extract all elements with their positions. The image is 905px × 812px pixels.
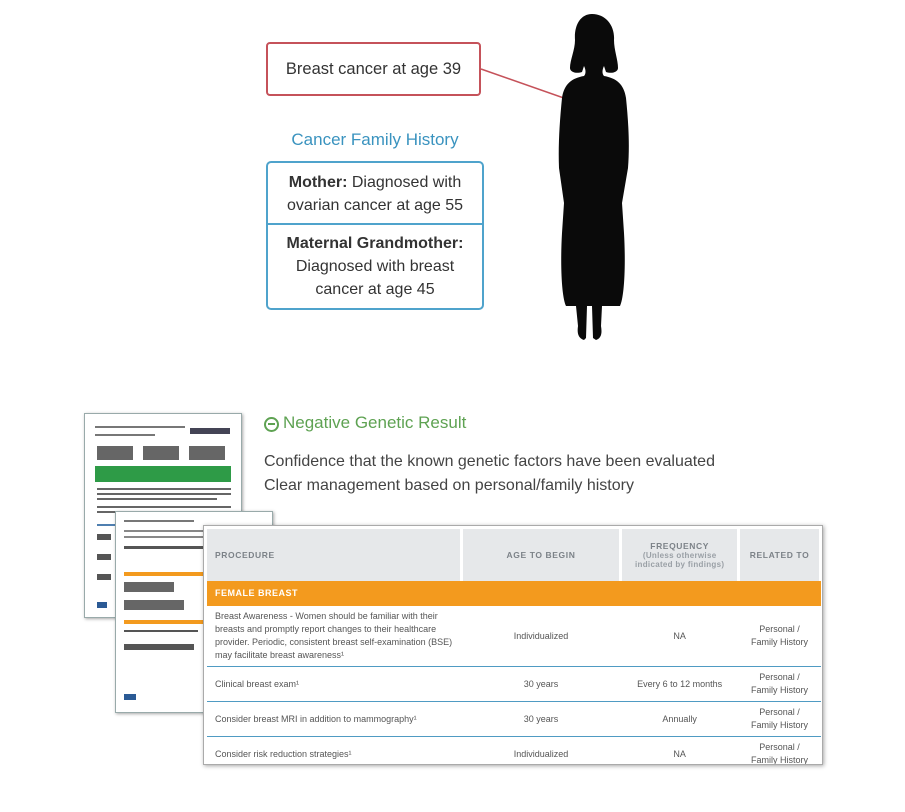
table-header-row: PROCEDURE AGE TO BEGIN FREQUENCY (Unless… <box>207 529 822 581</box>
cell-procedure: Clinical breast exam¹ <box>207 666 462 702</box>
cell-related: Personal / Family History <box>738 606 821 667</box>
cell-frequency: Every 6 to 12 months <box>620 666 739 702</box>
header-age: AGE TO BEGIN <box>461 529 623 581</box>
table-row: Consider breast MRI in addition to mammo… <box>207 701 821 737</box>
screening-table-document: PROCEDURE AGE TO BEGIN FREQUENCY (Unless… <box>203 525 823 765</box>
relation-detail: Diagnosed with ovarian cancer at age 55 <box>286 174 464 214</box>
table-row: Clinical breast exam¹ 30 years Every 6 t… <box>207 666 821 702</box>
header-frequency-sub: (Unless otherwise indicated by findings) <box>635 551 725 569</box>
family-history-entry-grandmother: Maternal Grandmother: Diagnosed with bre… <box>268 223 482 307</box>
cell-age: Individualized <box>461 606 621 667</box>
header-frequency-label: FREQUENCY <box>650 541 710 551</box>
family-history-title: Cancer Family History <box>291 130 459 149</box>
table-row: Consider risk reduction strategies¹ Indi… <box>207 736 821 764</box>
screening-table: PROCEDURE AGE TO BEGIN FREQUENCY (Unless… <box>207 529 822 764</box>
cell-age: Individualized <box>461 736 621 764</box>
minus-circle-icon <box>264 416 279 432</box>
diagnosis-text: Breast cancer at age 39 <box>285 59 462 78</box>
cell-related: Personal / Family History <box>738 666 821 702</box>
header-related: RELATED TO <box>738 529 822 581</box>
cell-age: 30 years <box>461 666 621 702</box>
cell-procedure: Consider risk reduction strategies¹ <box>207 736 462 764</box>
cell-frequency: Annually <box>620 701 739 737</box>
result-description: Confidence that the known genetic factor… <box>264 450 715 498</box>
cell-procedure: Consider breast MRI in addition to mammo… <box>207 701 462 737</box>
cell-age: 30 years <box>461 701 621 737</box>
header-procedure: PROCEDURE <box>207 529 463 581</box>
family-history-box: Mother: Diagnosed with ovarian cancer at… <box>266 161 484 310</box>
family-history-entry-mother: Mother: Diagnosed with ovarian cancer at… <box>268 163 482 223</box>
diagnosis-callout: Breast cancer at age 39 <box>266 42 481 96</box>
cell-frequency: NA <box>620 606 739 667</box>
cell-frequency: NA <box>620 736 739 764</box>
section-row: FEMALE BREAST <box>207 581 821 606</box>
header-frequency: FREQUENCY (Unless otherwise indicated by… <box>620 529 741 581</box>
relation-detail: Diagnosed with breast cancer at age 45 <box>295 258 455 298</box>
cell-related: Personal / Family History <box>738 736 821 764</box>
cell-procedure: Breast Awareness - Women should be famil… <box>207 606 462 667</box>
section-label: FEMALE BREAST <box>207 581 821 606</box>
result-title: Negative Genetic Result <box>283 413 467 432</box>
cell-related: Personal / Family History <box>738 701 821 737</box>
table-row: Breast Awareness - Women should be famil… <box>207 606 821 667</box>
result-heading: Negative Genetic Result <box>264 413 466 433</box>
result-line: Confidence that the known genetic factor… <box>264 453 715 470</box>
relation-label: Mother: <box>288 174 348 191</box>
result-line: Clear management based on personal/famil… <box>264 477 634 494</box>
relation-label: Maternal Grandmother: <box>286 235 464 252</box>
woman-silhouette-icon <box>558 14 629 340</box>
